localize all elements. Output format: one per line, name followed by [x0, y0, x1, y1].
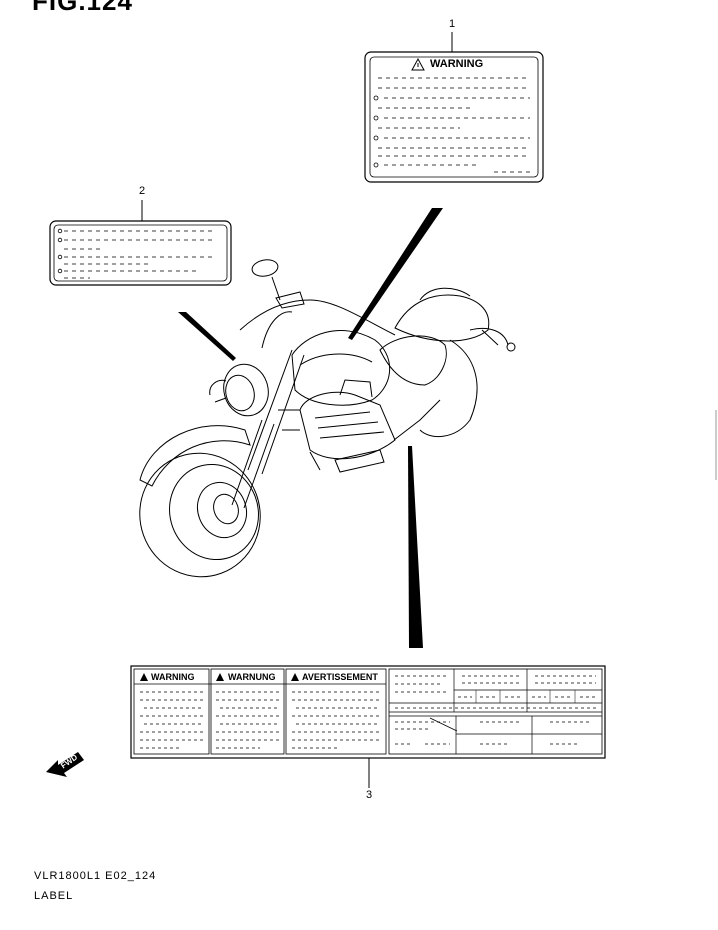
- callout-1: 1: [449, 18, 456, 30]
- callout-3: 3: [366, 789, 373, 801]
- label-1-heading: WARNING: [430, 58, 484, 70]
- motorcycle-illustration: [139, 259, 516, 578]
- label-3-heading-fr: AVERTISSEMENT: [302, 672, 378, 682]
- callout-2: 2: [139, 185, 146, 197]
- fwd-arrow-icon: [46, 752, 84, 777]
- model-code: VLR1800L1 E02_124: [34, 870, 157, 882]
- section-name: LABEL: [34, 890, 74, 902]
- label-3-heading-de: WARNUNG: [228, 672, 276, 682]
- label-3-heading-en: WARNING: [151, 672, 195, 682]
- leader-arrows: [178, 208, 443, 648]
- label-2[interactable]: [49, 200, 232, 286]
- label-3[interactable]: [130, 665, 606, 788]
- figure-title: FIG.124: [32, 0, 133, 16]
- label-1[interactable]: [364, 32, 544, 183]
